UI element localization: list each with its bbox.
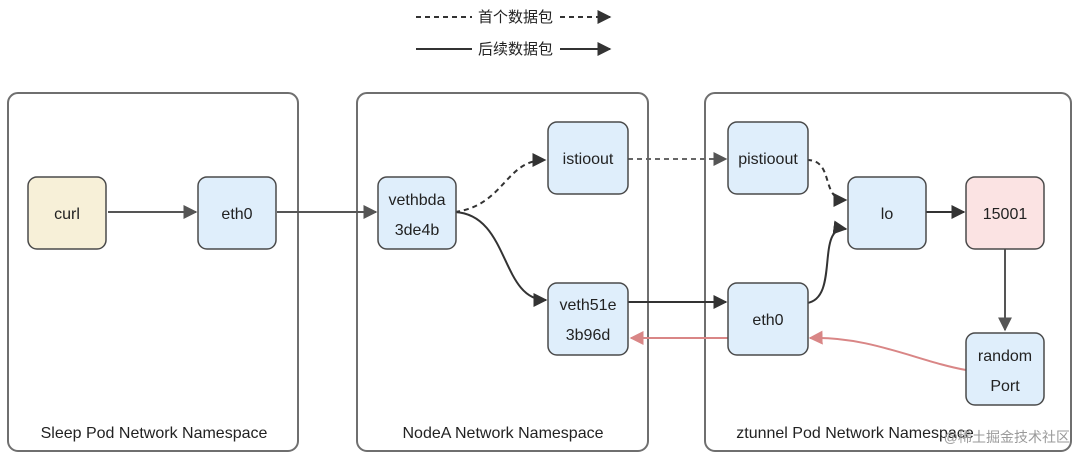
- arrow-vethbda-to-veth51e: [454, 211, 548, 307]
- node-istioout: istioout: [547, 121, 629, 195]
- node-15001: 15001: [965, 176, 1045, 250]
- node-veth51e-label-line2: 3b96d: [566, 327, 611, 344]
- node-veth51e: veth51e 3b96d: [547, 282, 629, 356]
- node-vethbda-label-line2: 3de4b: [395, 222, 440, 239]
- node-random-port: random Port: [965, 332, 1045, 406]
- node-vethbda: vethbda 3de4b: [377, 176, 457, 250]
- namespace-nodea-label: NodeA Network Namespace: [403, 425, 604, 442]
- node-lo-label: lo: [881, 206, 894, 223]
- arrow-eth0-to-lo: [806, 220, 848, 304]
- node-curl-label: curl: [54, 206, 80, 223]
- node-pistioout: pistioout: [727, 121, 809, 195]
- node-lo: lo: [847, 176, 927, 250]
- node-pistioout-box: [727, 121, 809, 195]
- node-istioout-box: [547, 121, 629, 195]
- arrow-pistioout-to-lo-first: [806, 159, 848, 207]
- arrow-vethbda-to-istioout-first: [454, 153, 547, 213]
- namespace-ztunnel-label: ztunnel Pod Network Namespace: [736, 425, 974, 442]
- arrow-random-port-to-eth0-return: [808, 330, 967, 371]
- node-istioout-label: istioout: [563, 151, 614, 168]
- node-ztunnel-eth0: eth0: [727, 282, 809, 356]
- node-15001-label: 15001: [983, 206, 1028, 223]
- node-15001-box: [965, 176, 1045, 250]
- node-vethbda-box: [377, 176, 457, 250]
- node-random-port-label-line1: random: [978, 348, 1032, 365]
- flow-arrows: [108, 152, 1012, 371]
- node-random-port-box: [965, 332, 1045, 406]
- node-curl: curl: [27, 176, 107, 250]
- namespace-sleep-label: Sleep Pod Network Namespace: [41, 425, 268, 442]
- node-pistioout-label: pistioout: [738, 151, 798, 168]
- node-random-port-label-line2: Port: [990, 378, 1020, 395]
- node-ztunnel-eth0-label: eth0: [752, 312, 783, 329]
- namespace-sleep: Sleep Pod Network Namespace: [7, 92, 299, 452]
- node-veth51e-label-line1: veth51e: [560, 297, 617, 314]
- node-ztunnel-eth0-box: [727, 282, 809, 356]
- node-curl-box: [27, 176, 107, 250]
- node-sleep-eth0-box: [197, 176, 277, 250]
- node-lo-box: [847, 176, 927, 250]
- node-vethbda-label-line1: vethbda: [389, 192, 446, 209]
- node-sleep-eth0-label: eth0: [221, 206, 252, 223]
- legend-first-packet-label: 首个数据包: [478, 9, 553, 26]
- legend-subsequent-packets-label: 后续数据包: [478, 41, 553, 58]
- watermark: @稀土掘金技术社区: [944, 429, 1070, 445]
- node-sleep-eth0: eth0: [197, 176, 277, 250]
- node-veth51e-box: [547, 282, 629, 356]
- namespace-sleep-box: [7, 92, 299, 452]
- legend: 首个数据包 后续数据包: [416, 9, 612, 58]
